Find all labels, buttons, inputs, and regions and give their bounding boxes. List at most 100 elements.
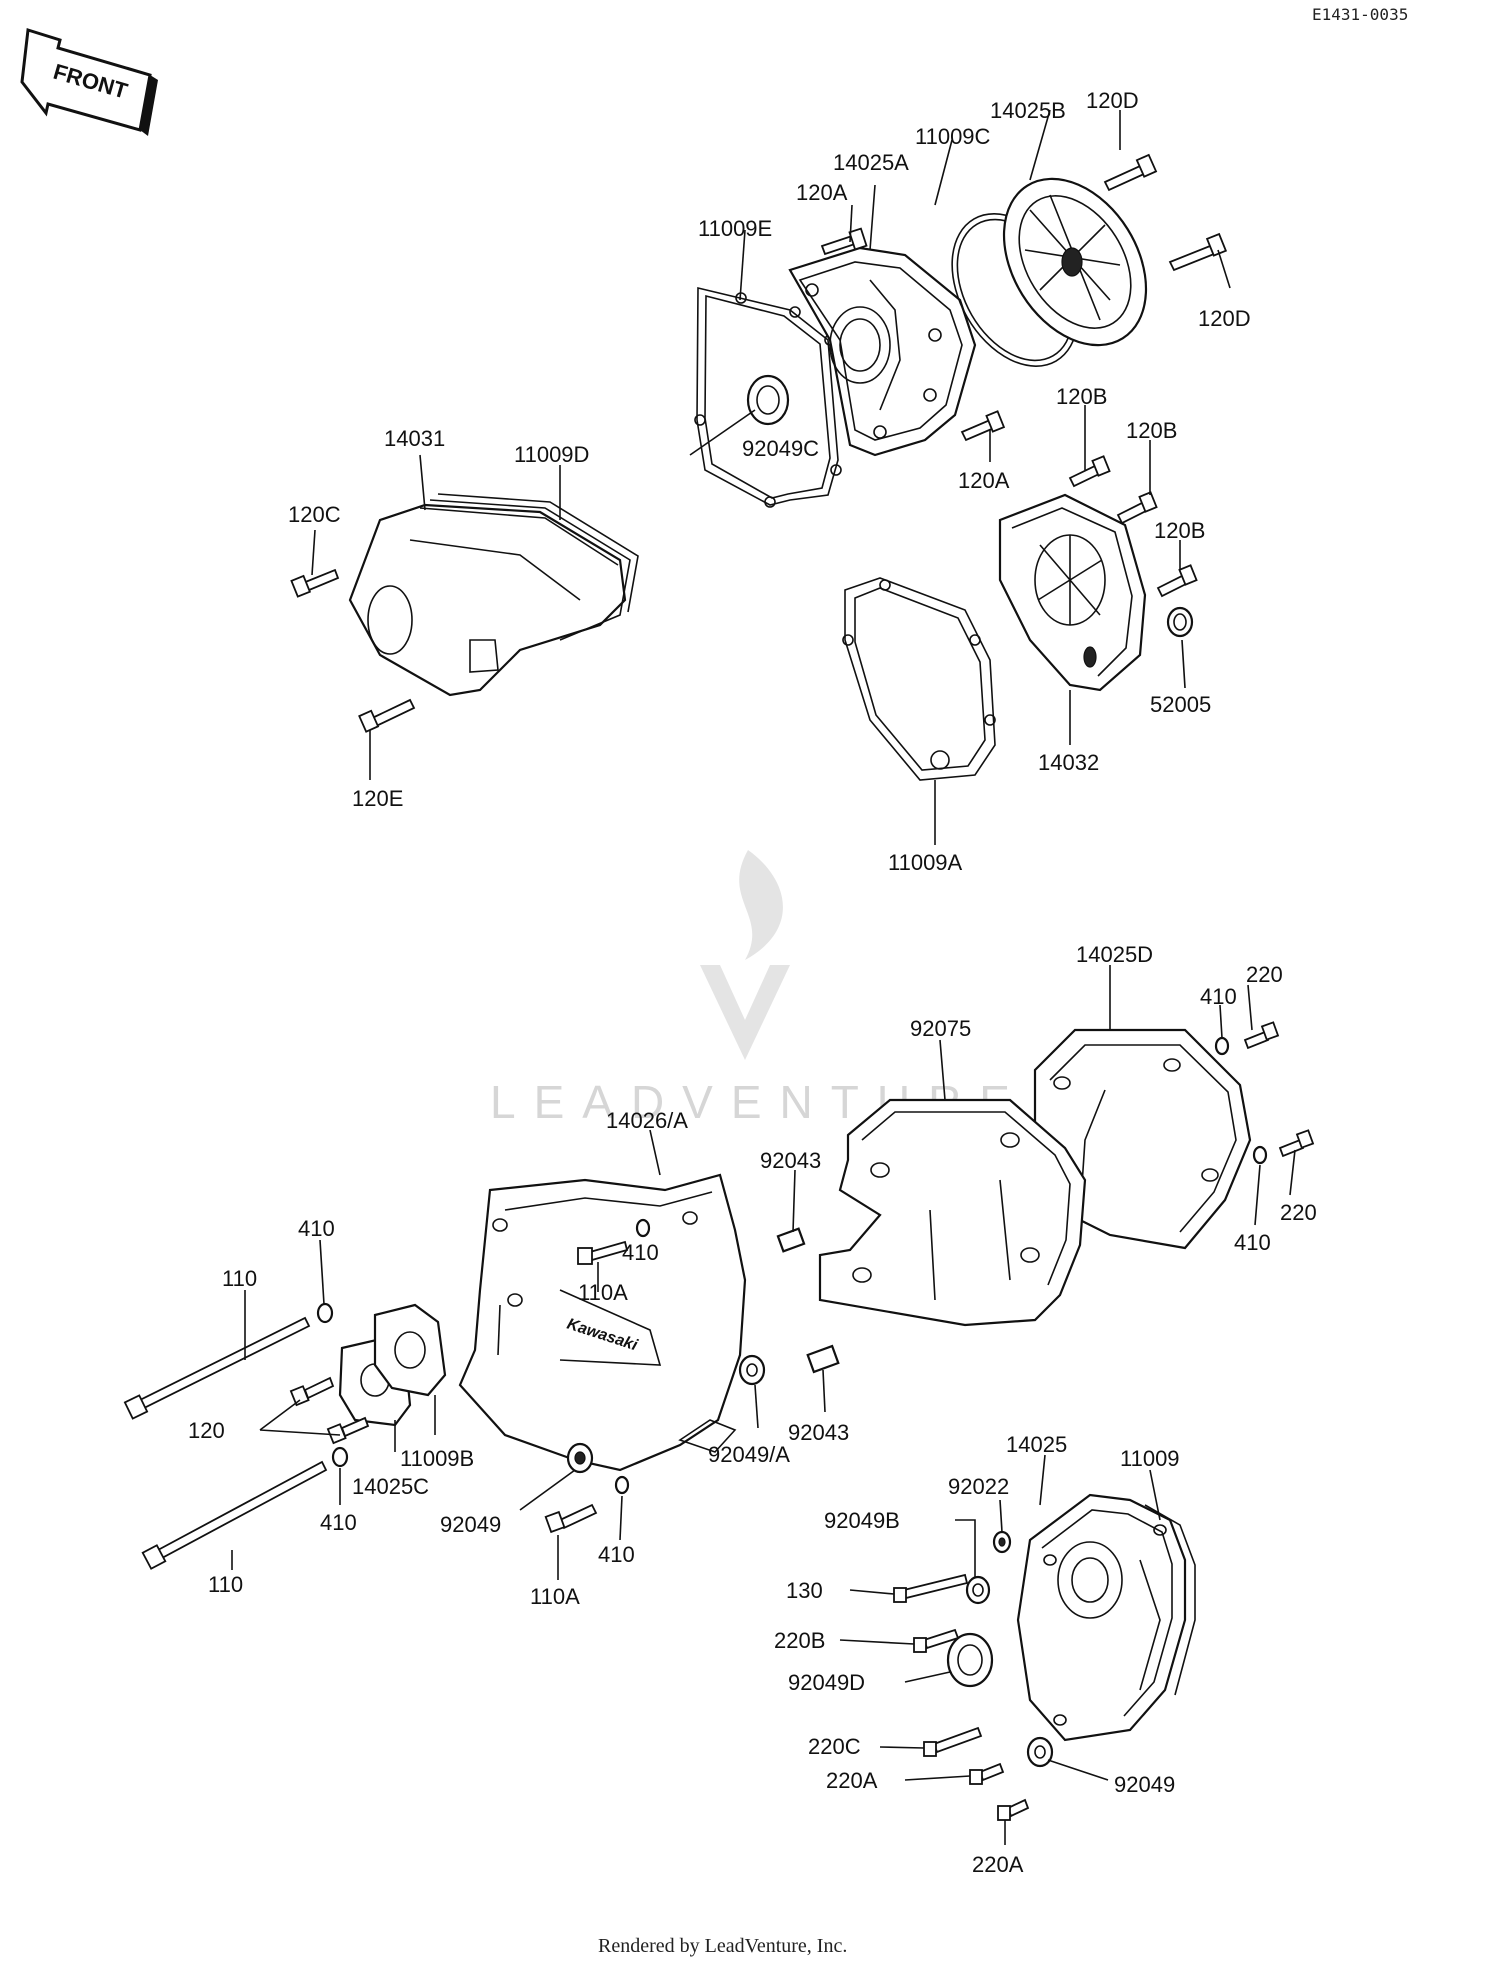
bolt-110A — [544, 1503, 598, 1534]
bolt-120D — [1103, 153, 1158, 192]
label-410: 410 — [1200, 984, 1237, 1009]
gasket-11009B — [373, 1303, 447, 1397]
bolt-220A — [997, 1798, 1030, 1821]
seal-92049D — [946, 1632, 994, 1688]
label-92043-2: 92043 — [788, 1420, 849, 1445]
bolt-120 — [326, 1416, 370, 1445]
cover-14025A — [788, 246, 977, 457]
crankcase-14026A: Kawasaki — [458, 1173, 747, 1472]
label-92049-2: 92049 — [1114, 1772, 1175, 1797]
gasket-11009A — [842, 577, 996, 781]
dowel-92043 — [776, 1227, 806, 1253]
bolt-120A — [820, 227, 868, 256]
bolt-220C — [923, 1726, 983, 1757]
part-labels: 120D 14025B 11009C 14025A 120A 11009E 12… — [188, 88, 1317, 1877]
bolt-220 — [1278, 1129, 1315, 1158]
stud-110 — [123, 1316, 311, 1420]
label-11009C: 11009C — [915, 124, 991, 149]
cap-14025B — [1002, 177, 1148, 347]
label-410-4: 410 — [622, 1240, 659, 1265]
label-92049B: 92049B — [824, 1508, 900, 1533]
bolt-120B — [1116, 491, 1158, 525]
label-120B: 120B — [1056, 384, 1107, 409]
label-220A-2: 220A — [972, 1852, 1024, 1877]
label-130: 130 — [786, 1578, 823, 1603]
bolt-120B — [1156, 564, 1198, 598]
bolt-220A — [969, 1762, 1005, 1785]
seal-92049C — [746, 374, 790, 426]
label-92043: 92043 — [760, 1148, 821, 1173]
label-120B-2: 120B — [1126, 418, 1177, 443]
label-410-6: 410 — [598, 1542, 635, 1567]
label-14025A: 14025A — [833, 150, 909, 175]
label-120D: 120D — [1086, 88, 1139, 113]
bolt-130 — [893, 1573, 969, 1603]
washer-410 — [635, 1218, 651, 1238]
stud-110 — [141, 1460, 328, 1570]
bearing-92049A — [738, 1354, 766, 1386]
dowel-92043 — [806, 1344, 840, 1374]
bolt-120E — [358, 698, 416, 733]
label-120A-2: 120A — [958, 468, 1010, 493]
label-92049D: 92049D — [788, 1670, 865, 1695]
bolt-120D — [1168, 232, 1228, 272]
cap-52005 — [1166, 606, 1194, 638]
washer-410 — [1214, 1036, 1230, 1056]
cover-14025 — [1016, 1493, 1187, 1742]
label-120A: 120A — [796, 180, 848, 205]
label-220-2: 220 — [1280, 1200, 1317, 1225]
bolt-220 — [1243, 1021, 1280, 1050]
footer-credit: Rendered by LeadVenture, Inc. — [598, 1935, 847, 1957]
label-11009D: 11009D — [514, 442, 589, 467]
gasket-11009D — [429, 493, 639, 641]
washer-410 — [331, 1446, 349, 1468]
cover-14031 — [348, 503, 627, 697]
cover-14032 — [998, 493, 1147, 692]
label-92075: 92075 — [910, 1016, 971, 1041]
label-110: 110 — [222, 1266, 257, 1291]
washer-410 — [614, 1475, 630, 1495]
label-120C: 120C — [288, 502, 341, 527]
label-92049A: 92049/A — [708, 1442, 790, 1467]
label-14031: 14031 — [384, 426, 445, 451]
label-11009B: 11009B — [400, 1446, 474, 1471]
label-410-5: 410 — [320, 1510, 357, 1535]
diagram-code: E1431-0035 — [1312, 5, 1408, 24]
label-120: 120 — [188, 1418, 225, 1443]
label-120B-3: 120B — [1154, 518, 1205, 543]
label-110A-2: 110A — [530, 1584, 580, 1609]
label-120E: 120E — [352, 786, 403, 811]
label-120D-2: 120D — [1198, 306, 1251, 331]
label-220A: 220A — [826, 1768, 878, 1793]
label-92049: 92049 — [440, 1512, 501, 1537]
label-14032: 14032 — [1038, 750, 1099, 775]
seal-92049 — [566, 1442, 594, 1474]
bolt-120A — [960, 410, 1006, 442]
label-14025D: 14025D — [1076, 942, 1153, 967]
cylinder-14025D — [1033, 1028, 1252, 1250]
label-11009A: 11009A — [888, 850, 963, 875]
leader-lines — [231, 109, 1296, 1845]
washer-410 — [316, 1302, 334, 1324]
bolt-120 — [289, 1376, 335, 1407]
watermark-logo: LEADVENTURE — [490, 850, 1010, 1128]
front-arrow-icon: FRONT — [20, 28, 158, 136]
label-410-2: 410 — [1234, 1230, 1271, 1255]
label-14026A: 14026/A — [606, 1108, 688, 1133]
label-11009: 11009 — [1120, 1446, 1180, 1471]
label-110A: 110A — [578, 1280, 628, 1305]
label-92049C: 92049C — [742, 436, 819, 461]
gasket-11009 — [1144, 1504, 1196, 1696]
label-220: 220 — [1246, 962, 1283, 987]
label-92022: 92022 — [948, 1474, 1009, 1499]
spacer-92049B — [965, 1575, 991, 1605]
label-220C: 220C — [808, 1734, 861, 1759]
label-220B: 220B — [774, 1628, 825, 1653]
label-14025: 14025 — [1006, 1432, 1067, 1457]
bolt-120C — [290, 568, 340, 598]
head-92075 — [818, 1098, 1087, 1327]
label-52005: 52005 — [1150, 692, 1211, 717]
label-410-3: 410 — [298, 1216, 335, 1241]
label-14025C: 14025C — [352, 1474, 429, 1499]
